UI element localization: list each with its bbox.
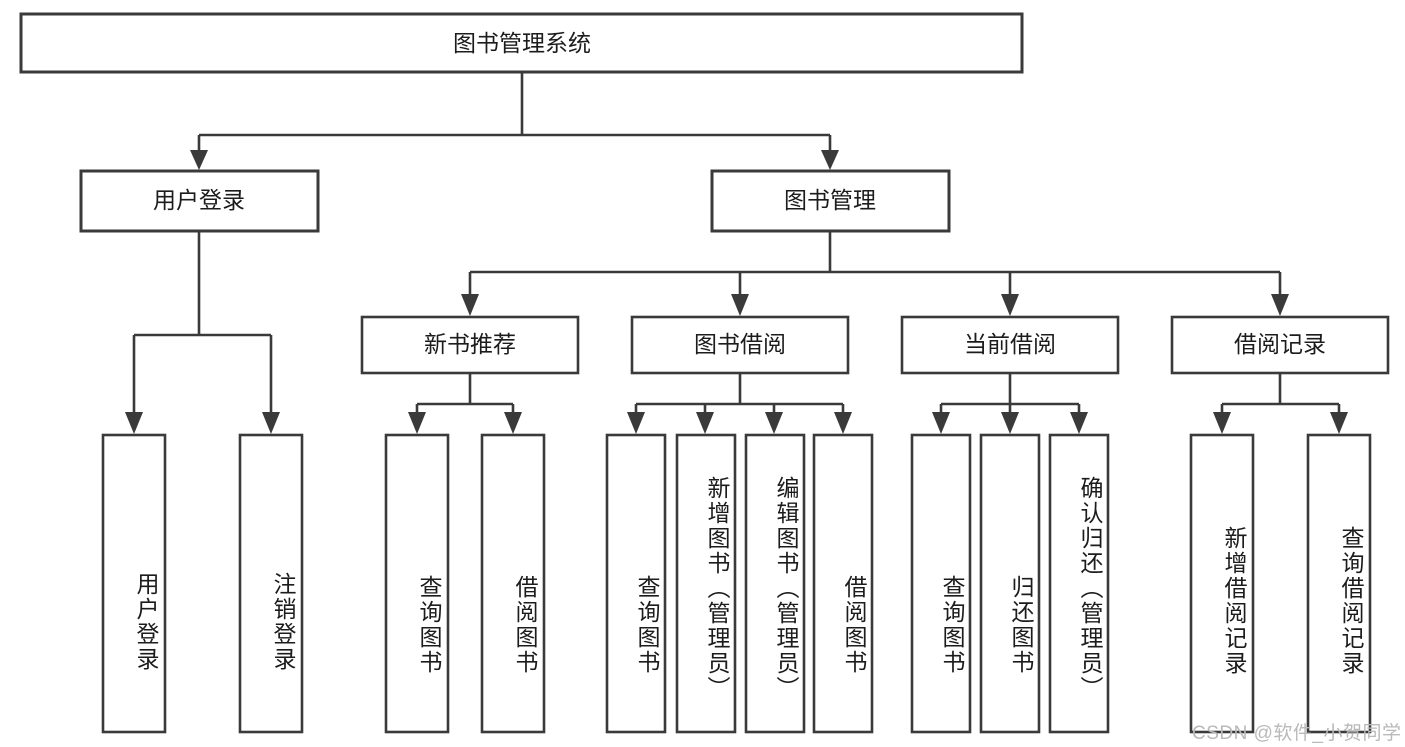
arrow-leaf-borrow-book-2 [834,412,852,434]
arrow-current-borrow [1001,294,1019,316]
leaf-edit-book-box[interactable] [744,433,806,734]
node-borrow-record-label: 借阅记录 [1234,331,1326,357]
node-borrow-record-box[interactable] [1170,315,1390,375]
node-user-login-label: 用户登录 [153,187,245,213]
leaf-query-book-2-box[interactable] [605,433,667,734]
arrow-to-book-manage [821,150,839,170]
arrow-leaf-query-book-1 [408,412,426,434]
arrow-leaf-add-book [696,412,714,434]
arrow-book-borrow [731,294,749,316]
leaf-query-book-3-box[interactable] [910,433,972,734]
leaf-borrow-book-2-box[interactable] [812,433,874,734]
leaf-add-record-box[interactable] [1189,433,1255,734]
arrow-leaf-user-login [125,412,143,434]
node-group: 图书管理系统 用户登录 图书管理 新书推荐 图书借阅 当前借阅 借阅记录 [19,12,1390,375]
leaf-borrow-book-1-box[interactable] [480,433,546,734]
arrow-leaf-query-record [1330,412,1348,434]
node-user-login-box[interactable] [79,169,320,233]
arrow-leaf-user-logout [262,412,280,434]
arrow-leaf-edit-book [765,412,783,434]
arrow-leaf-add-record [1213,412,1231,434]
leaf-user-login-box[interactable] [101,433,167,734]
arrow-leaf-borrow-book-1 [504,412,522,434]
arrow-borrow-record [1271,294,1289,316]
node-new-book-recommend-label: 新书推荐 [424,331,516,357]
node-book-borrow-box[interactable] [630,315,850,375]
node-book-manage-label: 图书管理 [784,187,876,213]
leaf-node-group [101,433,1372,734]
arrow-new-book-recommend [461,294,479,316]
arrow-leaf-query-book-2 [627,412,645,434]
leaf-query-book-1-box[interactable] [384,433,450,734]
node-current-borrow-box[interactable] [900,315,1120,375]
arrow-leaf-query-book-3 [932,412,950,434]
leaf-query-record-box[interactable] [1306,433,1372,734]
leaf-add-book-box[interactable] [675,433,737,734]
node-root-label: 图书管理系统 [453,30,591,56]
arrow-to-user-login [190,150,208,170]
node-book-manage-box[interactable] [710,169,951,233]
arrow-leaf-confirm-return [1070,412,1088,434]
connector-group [125,73,1348,434]
leaf-confirm-return-box[interactable] [1048,433,1110,734]
leaf-return-book-box[interactable] [979,433,1041,734]
watermark-text: CSDN @软件_小贺同学 [1192,723,1402,744]
node-root-box[interactable] [19,12,1024,74]
node-current-borrow-label: 当前借阅 [964,331,1056,357]
arrow-leaf-return-book [1001,412,1019,434]
node-new-book-recommend-box[interactable] [360,315,580,375]
leaf-user-logout-box[interactable] [238,433,304,734]
node-book-borrow-label: 图书借阅 [694,331,786,357]
